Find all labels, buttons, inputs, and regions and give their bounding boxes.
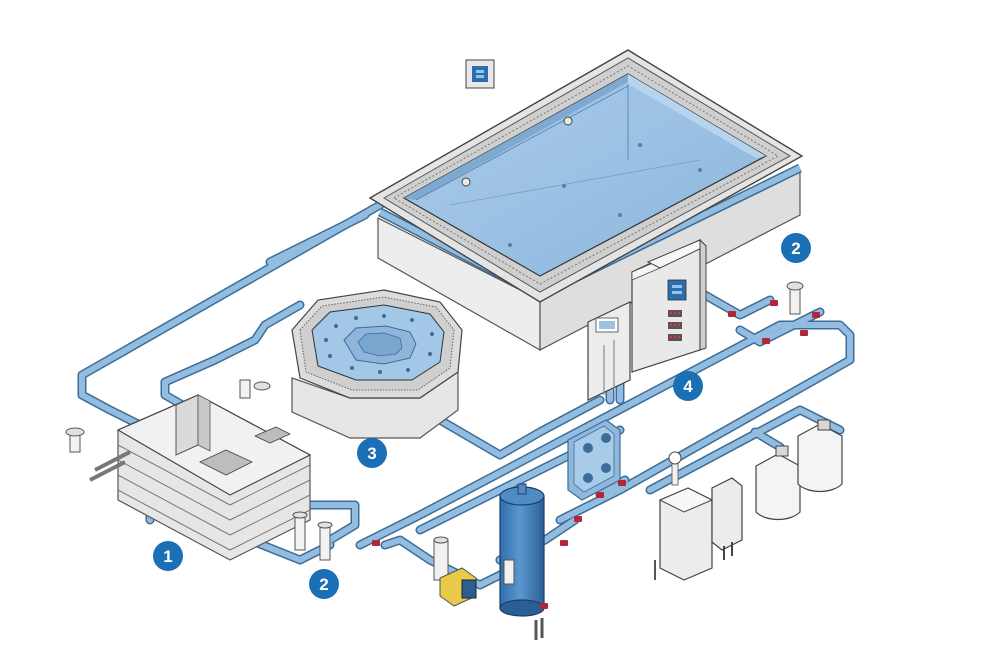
label-2-top-badge: 2: [781, 233, 811, 263]
valves: [372, 300, 820, 609]
label-2-bottom-badge: 2: [309, 569, 339, 599]
dosing-panel: [587, 301, 631, 401]
label-4-text: 4: [683, 377, 693, 396]
heat-exchanger: [567, 419, 621, 501]
label-2-top-text: 2: [791, 239, 800, 258]
label-1-text: 1: [163, 547, 172, 566]
label-2-bottom-text: 2: [319, 575, 328, 594]
sand-filter: [499, 483, 545, 640]
chemical-units: [654, 281, 843, 581]
buffer-tank: [65, 379, 333, 561]
number-labels: 1 2 2 3 4: [153, 233, 811, 599]
control-cabinet: [631, 238, 707, 373]
label-3-text: 3: [367, 444, 376, 463]
hot-tub: [291, 289, 463, 439]
circulation-pump: [433, 536, 477, 607]
label-1-badge: 1: [153, 541, 183, 571]
swimming-pool: [368, 49, 804, 352]
label-4-badge: 4: [673, 371, 703, 401]
label-3-badge: 3: [357, 438, 387, 468]
